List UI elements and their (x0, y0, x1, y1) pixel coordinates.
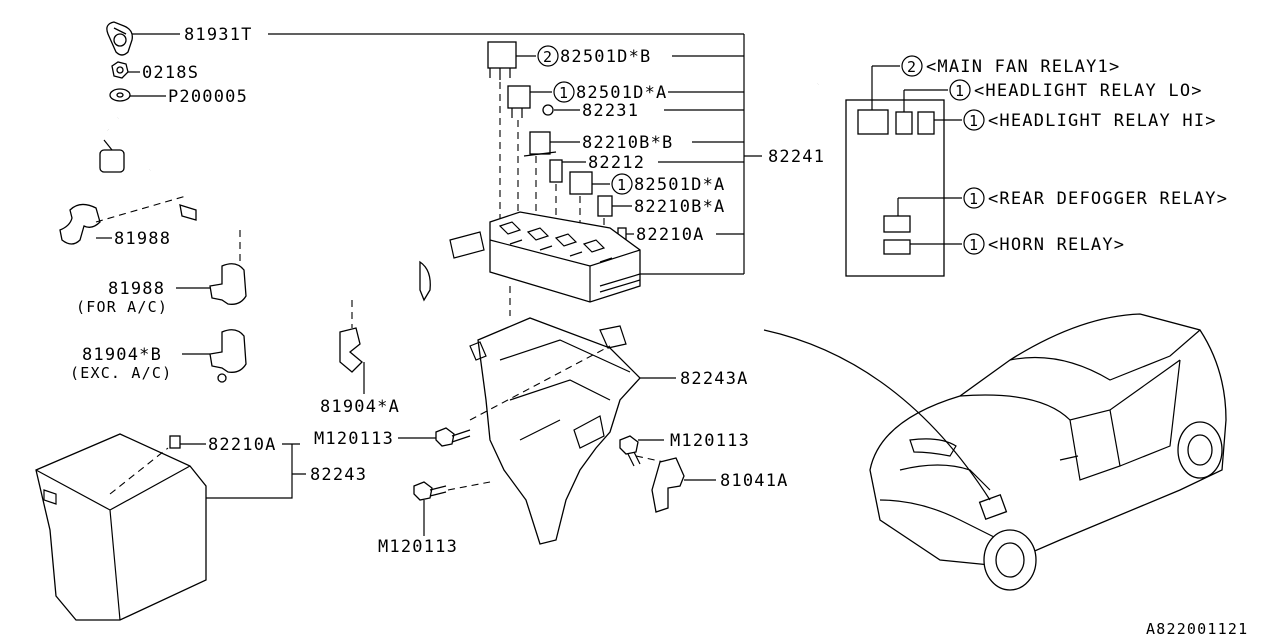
qty-horn: 1 (969, 236, 979, 254)
clip-81988-b (209, 263, 247, 305)
slot-main-fan-relay (857, 109, 889, 135)
bolt-M120113-a (435, 427, 471, 447)
label-82210BB: 82210B*B (582, 133, 673, 153)
fuse-82212-part (549, 159, 563, 183)
label-M120113-b: M120113 (670, 431, 750, 451)
label-82501DA-top: 82501D*A (576, 83, 667, 103)
label-81041A: 81041A (720, 471, 789, 491)
assembly-line-cover (109, 447, 169, 495)
vehicle-illustration (869, 313, 1227, 591)
wiring-harness (99, 112, 485, 307)
fuse-box-location (978, 493, 1008, 521)
clip-81904B (209, 329, 247, 383)
label-0218S: 0218S (142, 63, 199, 83)
slot-headlight-lo (895, 111, 913, 135)
label-82243A: 82243A (680, 369, 749, 389)
label-exc-ac: (EXC. A/C) (70, 364, 172, 382)
fuse-relay-box-82241 (489, 211, 641, 303)
slot-headlight-hi (917, 111, 935, 135)
label-headlight-hi: <HEADLIGHT RELAY HI> (988, 111, 1217, 131)
assembly-line-bracket (469, 345, 611, 421)
fuse-82210A-bottom-part (169, 435, 181, 449)
fuse-82210BB-part (523, 131, 557, 157)
label-81904B: 81904*B (82, 345, 162, 365)
assembly-line-bolt-c (447, 481, 491, 491)
relay-82501DA-mid-part (569, 171, 593, 195)
label-81988-b: 81988 (108, 279, 165, 299)
qty-rear-defogger: 1 (969, 190, 979, 208)
cover-82243 (35, 433, 207, 621)
label-82243: 82243 (310, 465, 367, 485)
relay-82501DB-part (487, 41, 517, 80)
qty-82501DA-top: 1 (559, 84, 569, 102)
label-M120113-a: M120113 (314, 429, 394, 449)
relay-location-box (817, 78, 945, 277)
qty-82501DB: 2 (543, 48, 553, 66)
label-81904A: 81904*A (320, 397, 400, 417)
grommet-82231 (542, 104, 554, 116)
slot-rear-defogger (883, 215, 911, 233)
clip-81988-a (59, 203, 101, 245)
bracket-82243A (469, 317, 641, 545)
label-for-ac: (FOR A/C) (76, 298, 168, 316)
washer-P200005 (109, 88, 131, 102)
label-main-fan-relay: <MAIN FAN RELAY1> (926, 57, 1120, 77)
label-82501DB: 82501D*B (560, 47, 651, 67)
bolt-M120113-c (413, 481, 447, 501)
qty-82501DA-mid: 1 (617, 176, 627, 194)
nut-0218S (111, 61, 129, 79)
assembly-line-clip-a (95, 195, 187, 223)
leader-lines (96, 33, 962, 536)
label-82241: 82241 (768, 147, 825, 167)
terminal-81931T (106, 21, 133, 56)
label-M120113-c: M120113 (378, 537, 458, 557)
label-headlight-lo: <HEADLIGHT RELAY LO> (974, 81, 1203, 101)
label-82231: 82231 (582, 101, 639, 121)
label-82210A-bottom: 82210A (208, 435, 277, 455)
qty-main-fan-relay: 2 (907, 58, 917, 76)
bolt-M120113-b (619, 435, 641, 467)
qty-headlight-hi: 1 (969, 112, 979, 130)
label-P200005: P200005 (168, 87, 248, 107)
label-82210A-top: 82210A (636, 225, 705, 245)
label-81931T: 81931T (184, 25, 253, 45)
label-horn: <HORN RELAY> (988, 235, 1125, 255)
qty-headlight-lo: 1 (955, 82, 965, 100)
label-82501DA-mid: 82501D*A (634, 175, 725, 195)
assembly-line-bolt-b (635, 455, 665, 463)
diagram-id: A822001121 (1146, 620, 1248, 638)
qty-circles (537, 45, 985, 255)
location-pointer (763, 329, 991, 501)
label-82212: 82212 (588, 153, 645, 173)
clip-81904A (339, 327, 363, 373)
bracket-81041A (651, 457, 685, 513)
label-81988-a: 81988 (114, 229, 171, 249)
relay-82501DA-part (507, 85, 531, 118)
fuse-82210BA-part (597, 195, 613, 217)
slot-horn (883, 239, 911, 255)
label-rear-defogger: <REAR DEFOGGER RELAY> (988, 189, 1228, 209)
label-82210BA: 82210B*A (634, 197, 725, 217)
